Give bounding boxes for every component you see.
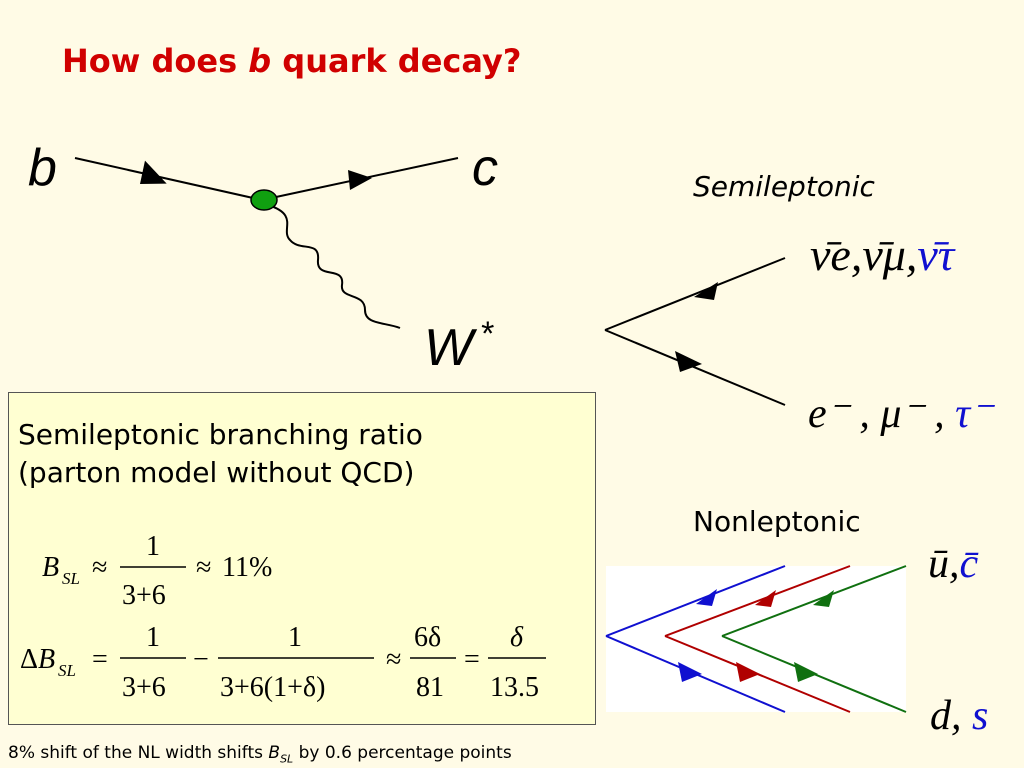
w-boson-line (267, 204, 401, 329)
semileptonic-label: Semileptonic (693, 170, 875, 203)
lepton-line (604, 329, 786, 406)
red-upper-arrow (755, 590, 776, 607)
eq2-B: B (38, 644, 55, 675)
top-quark-labels: ū,c̄ (928, 541, 979, 587)
b-arrow (139, 160, 167, 185)
eq1-result: 11% (222, 552, 272, 583)
w-label: W* (424, 315, 495, 377)
green-upper-arrow (813, 590, 834, 607)
b-quark-line (74, 157, 263, 201)
neutrino-labels: ν̄e,ν̄μ,ν̄τ (810, 229, 955, 280)
eq2-delta: Δ (20, 644, 38, 675)
eq2-eq2: = (464, 644, 480, 675)
red-upper-line (664, 565, 851, 637)
eq1-sub: SL (62, 569, 80, 588)
nonleptonic-label: Nonleptonic (693, 505, 861, 538)
eq2-n1: 1 (146, 622, 160, 653)
eq2-minus: − (193, 644, 209, 675)
slide-title: How does b quark decay? (62, 42, 522, 80)
neutrino-line (604, 257, 786, 331)
vertex-dot (250, 189, 278, 211)
eq1-approx: ≈ (92, 552, 107, 583)
eq2-n3: 6δ (414, 622, 441, 653)
eq1-approx2: ≈ (196, 552, 211, 583)
red-lower-arrow (736, 662, 760, 682)
lepton-arrow (675, 351, 702, 372)
footnote: 8% shift of the NL width shifts BSL by 0… (8, 743, 512, 766)
eq2-n4: δ (510, 622, 524, 653)
eq1-denom: 3+6 (122, 580, 166, 611)
eq2-d2: 3+6(1+δ) (220, 672, 325, 703)
blue-upper-arrow (696, 589, 717, 606)
nonleptonic-panel (606, 566, 906, 712)
box-heading: Semileptonic branching ratio (parton mod… (18, 416, 423, 492)
eq1-numer: 1 (146, 531, 160, 562)
c-label: c (472, 139, 498, 197)
box-line-2: (parton model without QCD) (18, 456, 415, 489)
bottom-quark-labels: d, s (930, 693, 989, 739)
eq2-approx: ≈ (386, 644, 401, 675)
formula-box (8, 392, 596, 725)
eq2-d1: 3+6 (122, 672, 166, 703)
blue-upper-line (605, 565, 786, 637)
blue-lower-arrow (678, 662, 702, 682)
box-line-1: Semileptonic branching ratio (18, 418, 423, 451)
lepton-labels: e⁻ , μ⁻ , τ⁻ (808, 391, 993, 437)
neutrino-arrow (694, 282, 718, 300)
eq2-d3: 81 (416, 672, 444, 703)
c-arrow (348, 170, 372, 190)
eq2-d4: 13.5 (490, 672, 539, 703)
equations: B SL ≈ 1 3+6 ≈ 11% Δ B SL = 1 3+6 − 1 3+… (20, 531, 546, 703)
b-label: b (28, 139, 57, 197)
green-upper-line (721, 565, 907, 637)
eq2-eq: = (92, 644, 108, 675)
eq2-sub: SL (58, 661, 76, 680)
eq2-n2: 1 (288, 622, 302, 653)
green-lower-arrow (794, 662, 818, 682)
eq1-B: B (42, 552, 59, 583)
